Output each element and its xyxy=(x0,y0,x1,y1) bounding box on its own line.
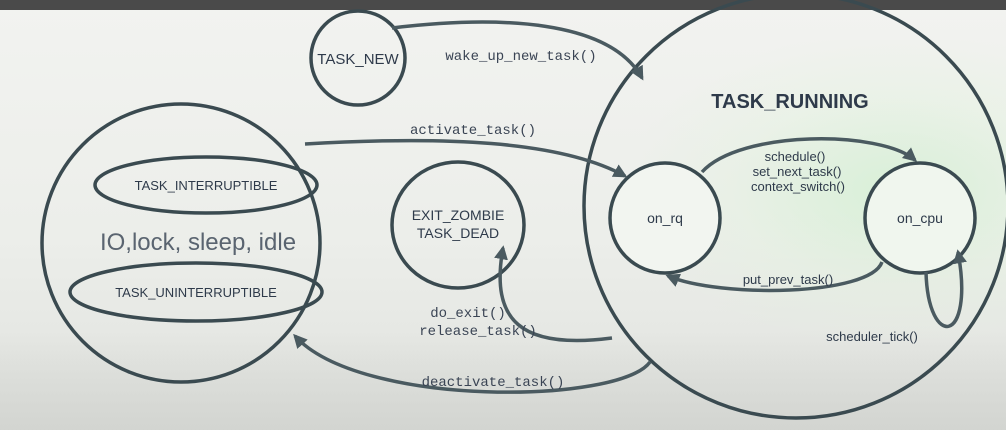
wake-up-new-task-label: wake_up_new_task() xyxy=(445,49,596,65)
edge-put-prev-task xyxy=(665,261,884,293)
release-task-label: release_task() xyxy=(419,324,537,340)
activate-task-label: activate_task() xyxy=(410,123,536,139)
set-next-task-label: set_next_task() xyxy=(753,164,842,179)
edge-deactivate-task xyxy=(293,333,652,394)
on-rq-node xyxy=(608,161,722,275)
put-prev-task-label: put_prev_task() xyxy=(743,272,833,287)
task-running-node xyxy=(582,0,1006,420)
on-cpu-label: on_cpu xyxy=(897,210,943,226)
task-interruptible-label: TASK_INTERRUPTIBLE xyxy=(135,178,278,193)
exit-zombie-label: EXIT_ZOMBIE xyxy=(412,207,505,223)
task-uninterruptible-label: TASK_UNINTERRUPTIBLE xyxy=(115,285,277,300)
scheduler-tick-label: scheduler_tick() xyxy=(826,329,918,344)
edge-scheduler-tick xyxy=(924,249,967,329)
edge-do-exit xyxy=(494,245,613,343)
context-switch-label: context_switch() xyxy=(751,179,845,194)
on-cpu-node xyxy=(863,161,977,275)
edge-wake-up-new-task xyxy=(391,20,644,81)
sleeping-caption: IO,lock, sleep, idle xyxy=(100,229,296,256)
edge-activate-task xyxy=(304,138,628,178)
task-new-label: TASK_NEW xyxy=(317,51,399,68)
task-new-node xyxy=(309,9,407,107)
deactivate-task-label: deactivate_task() xyxy=(422,375,565,391)
schedule-label: schedule() xyxy=(765,149,826,164)
task-dead-label: TASK_DEAD xyxy=(417,225,499,241)
task-running-label: TASK_RUNNING xyxy=(711,91,868,113)
task-interruptible-node xyxy=(93,155,319,215)
on-rq-label: on_rq xyxy=(647,210,683,226)
top-bar xyxy=(0,0,1006,10)
edge-schedule xyxy=(700,137,918,174)
task-uninterruptible-node xyxy=(68,261,324,323)
sleeping-node xyxy=(40,102,322,384)
do-exit-label: do_exit() xyxy=(430,306,506,322)
exit-zombie-node xyxy=(390,160,526,290)
